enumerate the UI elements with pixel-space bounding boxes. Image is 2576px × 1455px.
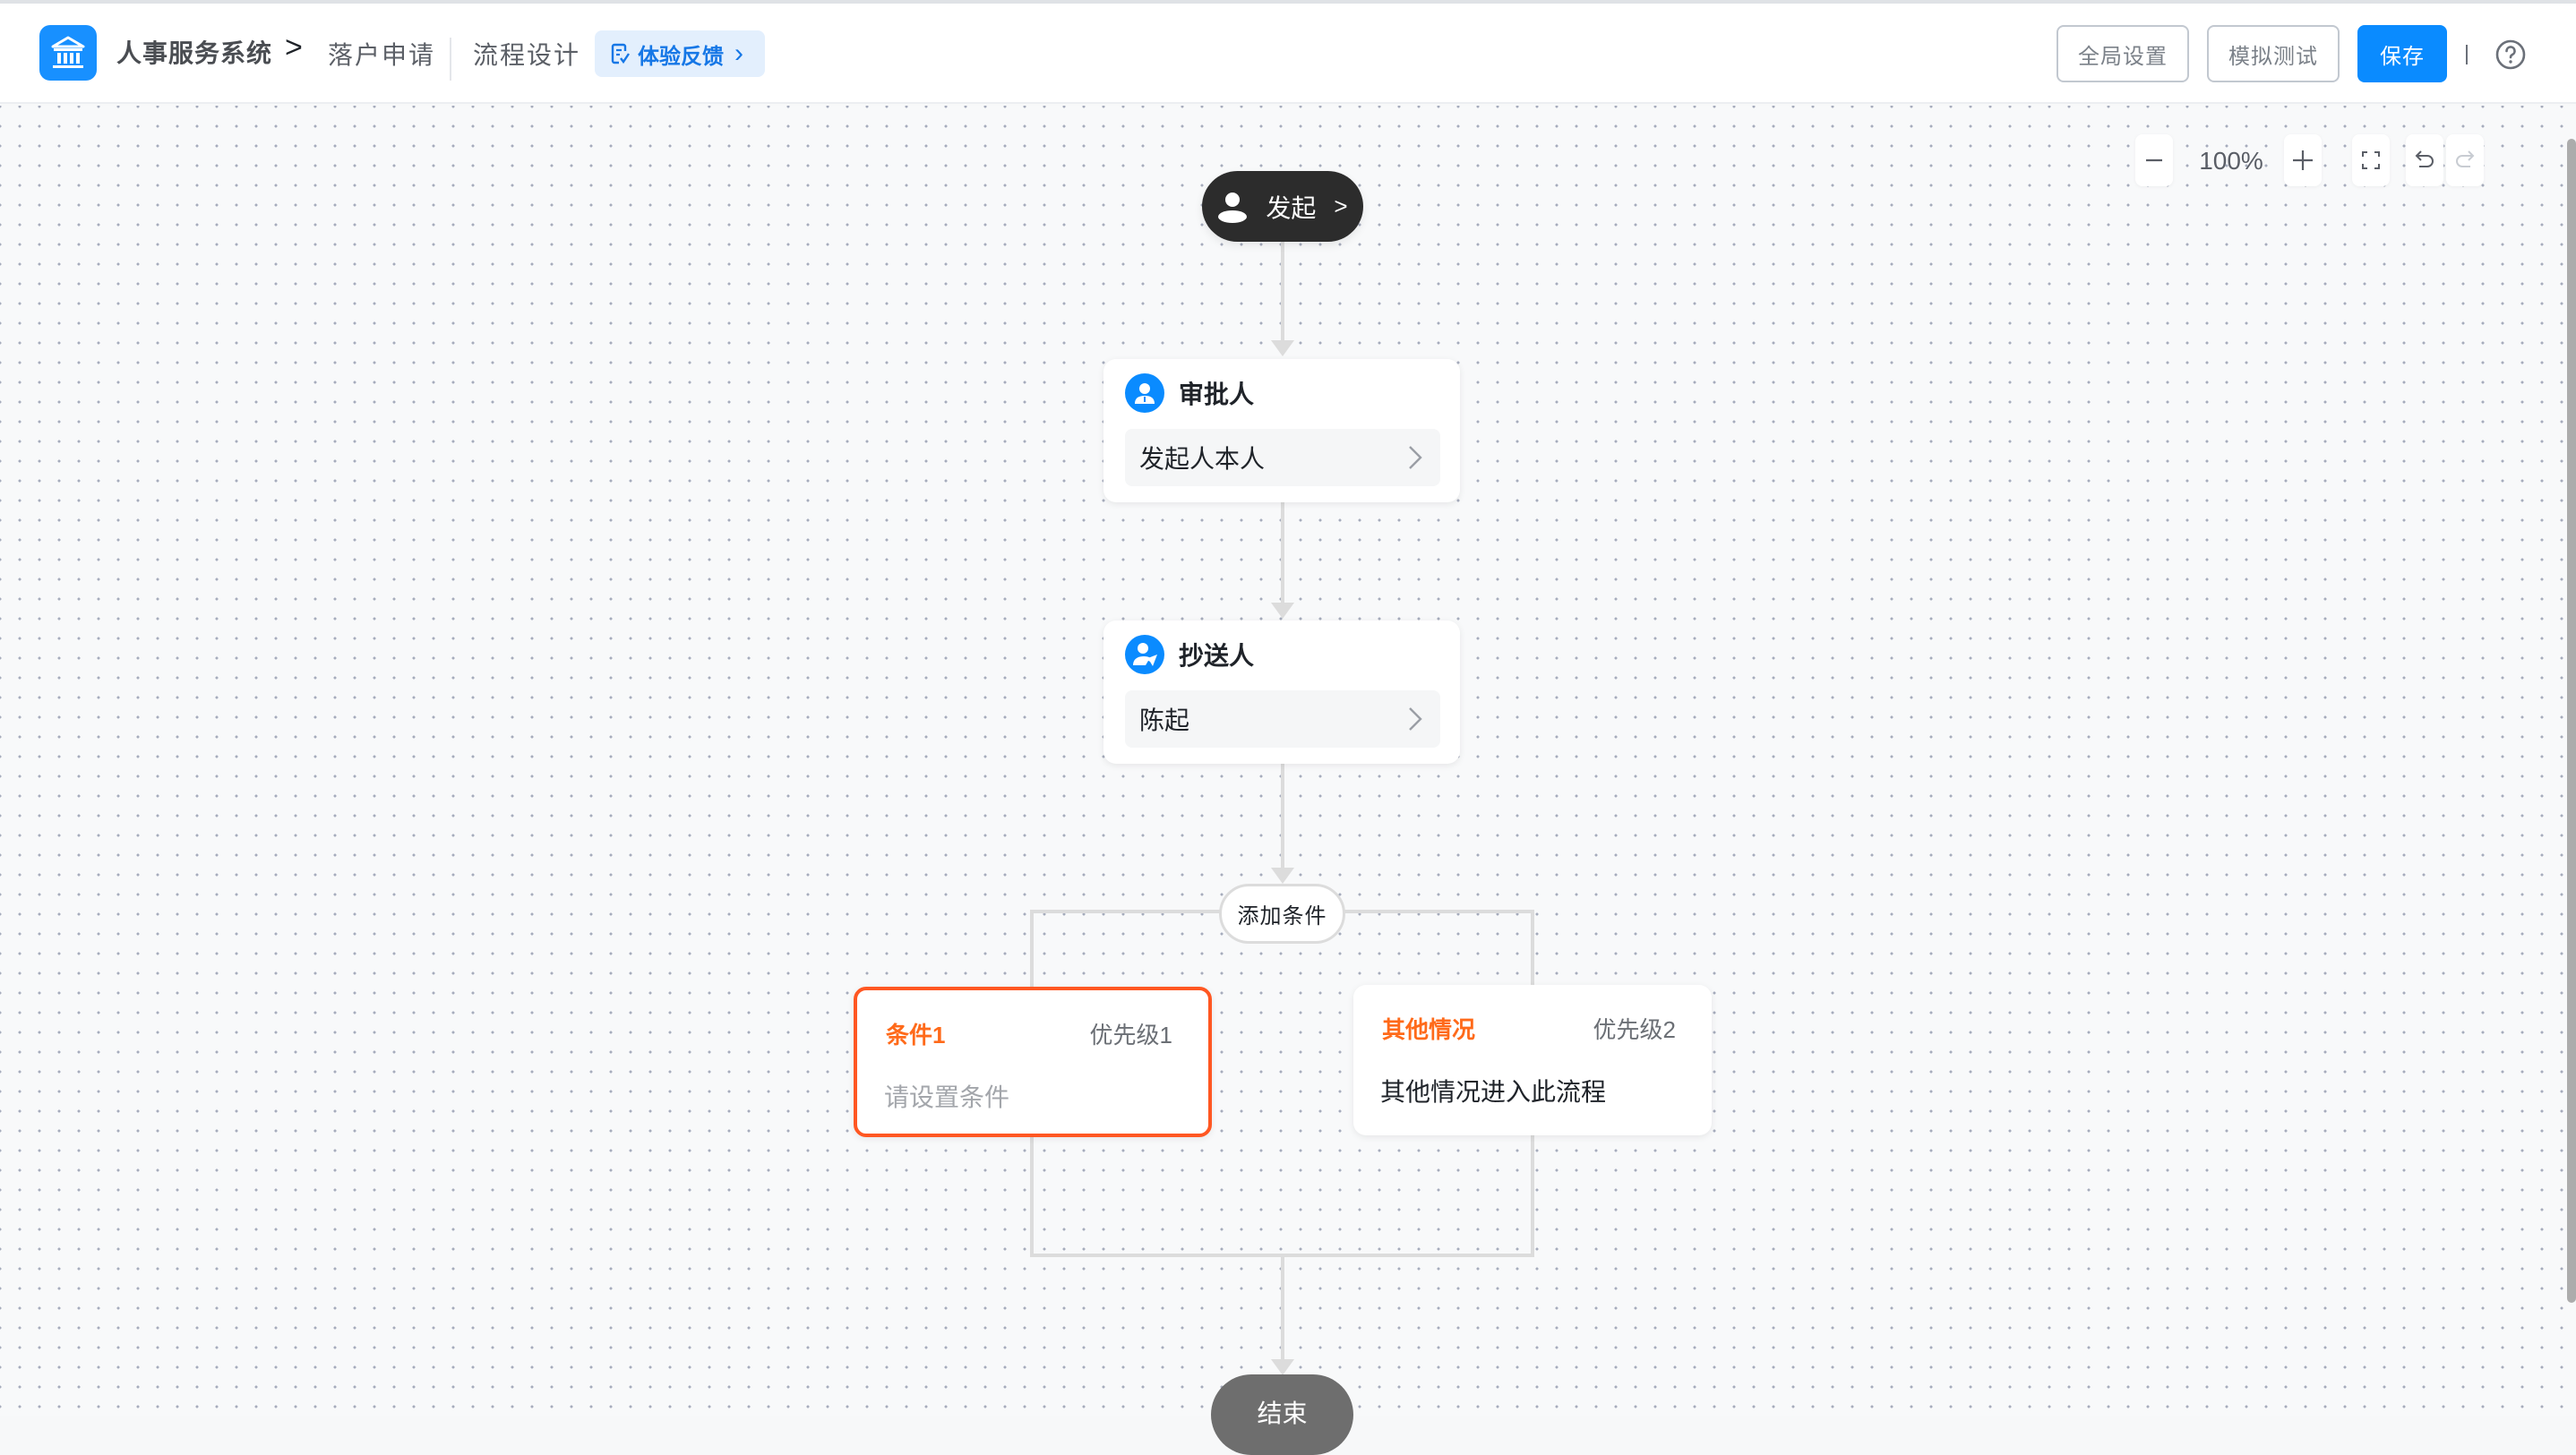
window-top-border <box>0 0 2576 4</box>
feedback-form-icon <box>611 43 630 64</box>
zoom-in-button[interactable] <box>2284 134 2322 186</box>
feedback-label: 体验反馈 <box>638 44 724 69</box>
minus-icon <box>2146 158 2162 162</box>
redo-icon <box>2456 150 2475 167</box>
connector-line <box>1281 242 1284 347</box>
arrow-down-icon <box>1271 340 1294 356</box>
app-title[interactable]: 人事服务系统 <box>116 39 273 67</box>
condition-branch-1[interactable]: 条件1 优先级1 请设置条件 <box>854 987 1212 1137</box>
end-label: 结束 <box>1257 1399 1308 1427</box>
zoom-level: 100% <box>2199 147 2263 175</box>
start-node[interactable]: 发起 > <box>1202 171 1363 242</box>
bank-building-icon <box>51 36 85 68</box>
cc-setting[interactable]: 陈起 <box>1125 690 1440 748</box>
approver-setting[interactable]: 发起人本人 <box>1125 429 1440 486</box>
condition-description: 请设置条件 <box>884 1083 1010 1111</box>
add-condition-button[interactable]: 添加条件 <box>1219 884 1345 944</box>
approver-title: 审批人 <box>1179 381 1255 408</box>
vertical-scrollbar[interactable] <box>2567 139 2576 1303</box>
arrow-down-icon <box>1271 868 1294 884</box>
approver-node[interactable]: 审批人 发起人本人 <box>1103 359 1460 502</box>
approver-value: 发起人本人 <box>1139 445 1266 473</box>
connector-line <box>1281 1254 1284 1366</box>
plus-icon <box>2293 150 2313 170</box>
breadcrumb-separator-icon: > <box>285 30 303 64</box>
chevron-right-icon <box>1409 707 1422 731</box>
condition-description: 其他情况进入此流程 <box>1380 1078 1607 1106</box>
end-node: 结束 <box>1211 1374 1353 1455</box>
arrow-down-icon <box>1271 1359 1294 1375</box>
fit-view-button[interactable] <box>2352 134 2390 186</box>
condition-branch-other[interactable]: 其他情况 优先级2 其他情况进入此流程 <box>1353 985 1712 1135</box>
fullscreen-icon <box>2362 151 2380 169</box>
connector-line <box>1281 764 1284 875</box>
cc-title: 抄送人 <box>1179 642 1255 670</box>
condition-priority: 优先级2 <box>1593 1016 1676 1043</box>
app-logo[interactable] <box>39 25 97 81</box>
undo-icon <box>2415 150 2434 167</box>
zoom-out-button[interactable] <box>2135 134 2173 186</box>
arrow-down-icon <box>1271 603 1294 619</box>
approver-avatar-icon <box>1125 373 1164 413</box>
chevron-right-icon <box>1409 446 1422 469</box>
start-label: 发起 <box>1266 193 1317 222</box>
user-icon <box>1218 192 1248 223</box>
connector-line <box>1281 502 1284 610</box>
undo-button[interactable] <box>2406 134 2443 186</box>
condition-priority: 优先级1 <box>1089 1022 1172 1048</box>
save-button[interactable]: 保存 <box>2357 25 2447 82</box>
cc-value: 陈起 <box>1139 706 1190 734</box>
condition-name: 条件1 <box>886 1022 946 1048</box>
section-title: 流程设计 <box>473 41 581 69</box>
redo-button[interactable] <box>2446 134 2484 186</box>
breadcrumb-page[interactable]: 落户申请 <box>328 41 436 69</box>
chevron-right-icon: > <box>1334 193 1348 219</box>
condition-name: 其他情况 <box>1382 1016 1476 1043</box>
top-header: 人事服务系统 > 落户申请 流程设计 体验反馈 › 全局设置 模拟测试 保存 <box>0 4 2576 104</box>
cc-avatar-icon <box>1125 635 1164 674</box>
feedback-button[interactable]: 体验反馈 › <box>595 30 765 77</box>
breadcrumb-divider <box>450 38 451 81</box>
header-separator <box>2466 45 2468 64</box>
cc-node[interactable]: 抄送人 陈起 <box>1103 621 1460 764</box>
question-circle-icon[interactable] <box>2495 39 2526 70</box>
chevron-right-icon: › <box>734 39 743 68</box>
simulate-test-button[interactable]: 模拟测试 <box>2207 25 2340 82</box>
global-settings-button[interactable]: 全局设置 <box>2057 25 2189 82</box>
